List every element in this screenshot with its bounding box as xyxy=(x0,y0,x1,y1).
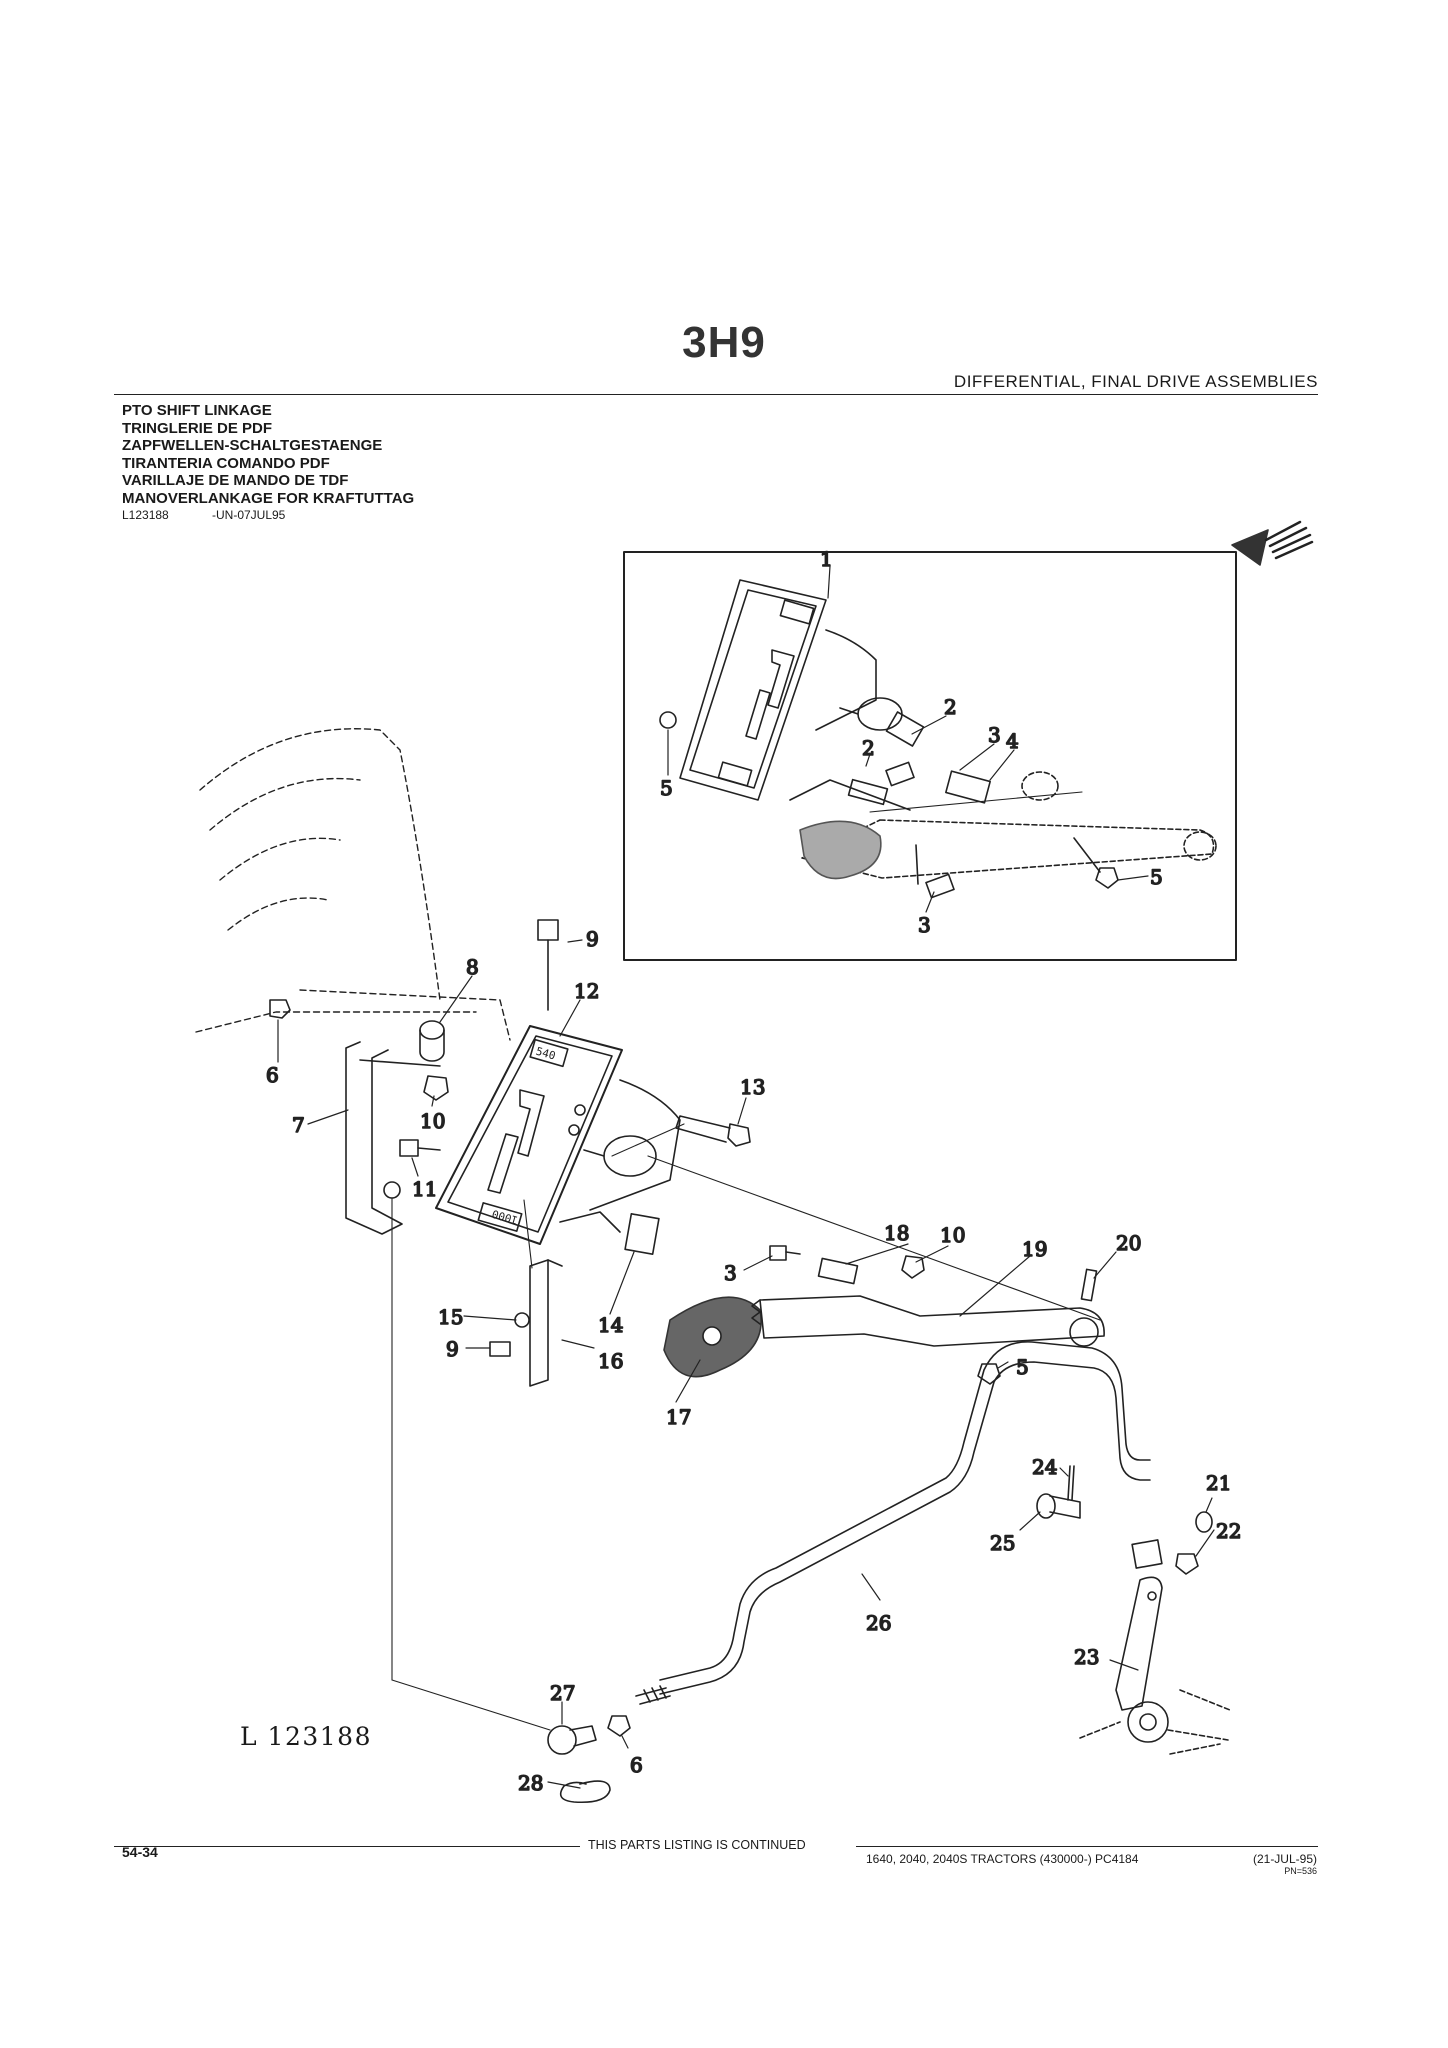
inset-callout-5b: 5 xyxy=(1150,865,1163,889)
footer-right-rule xyxy=(856,1846,1318,1847)
part-nut-6-top xyxy=(269,999,291,1019)
part-bracket-16 xyxy=(489,1259,563,1387)
callout-9-bottom: 9 xyxy=(446,1337,459,1361)
title-en: PTO SHIFT LINKAGE xyxy=(122,402,272,419)
title-sv: MANOVERLANKAGE FOR KRAFTUTTAG xyxy=(122,489,415,507)
inset-frame xyxy=(623,551,1237,961)
callout-6-bottom: 6 xyxy=(630,1753,643,1777)
part-nut-10-right xyxy=(901,1255,925,1279)
callout-10-right: 10 xyxy=(940,1223,965,1247)
callout-20: 20 xyxy=(1116,1231,1141,1255)
page-code: 3H9 xyxy=(682,318,766,367)
callout-14: 14 xyxy=(598,1313,623,1337)
page-number: 54-34 xyxy=(122,1844,158,1860)
inset-callout-5a: 5 xyxy=(660,776,673,800)
callout-22: 22 xyxy=(1216,1519,1241,1543)
continued-note: THIS PARTS LISTING IS CONTINUED xyxy=(588,1838,806,1852)
lever-marking-1000: 1000 xyxy=(490,1207,519,1227)
callout-13: 13 xyxy=(740,1075,765,1099)
inset-shift-lever-assembly xyxy=(659,579,991,811)
forward-direction-arrow-icon xyxy=(1231,520,1314,566)
callout-25: 25 xyxy=(990,1531,1015,1555)
part-nut-22 xyxy=(1175,1553,1199,1575)
callout-8: 8 xyxy=(466,955,479,979)
part-shift-arm-19 xyxy=(751,1295,1105,1347)
part-bolt-3 xyxy=(769,1245,801,1261)
part-bolt-13 xyxy=(675,1115,751,1147)
illustration-reference: L123188 -UN-07JUL95 xyxy=(122,507,414,525)
part-pin-25 xyxy=(1036,1493,1081,1519)
callout-28: 28 xyxy=(518,1771,543,1795)
inset-knob xyxy=(799,820,882,880)
inset-callout-1: 1 xyxy=(820,547,833,571)
inset-callout-2b: 2 xyxy=(862,736,875,760)
callout-27: 27 xyxy=(550,1681,575,1705)
figure-id: L 123188 xyxy=(240,1722,372,1751)
callout-10-left: 10 xyxy=(420,1109,445,1133)
inset-callout-3a: 3 xyxy=(988,723,1001,747)
lever-marking-540: 540 xyxy=(534,1045,557,1063)
footer-left-rule xyxy=(114,1846,580,1847)
callout-21: 21 xyxy=(1206,1471,1231,1495)
title-it: TIRANTERIA COMANDO PDF xyxy=(122,454,330,472)
inset-callout-lines xyxy=(667,565,1149,913)
callout-23: 23 xyxy=(1074,1645,1099,1669)
title-block: PTO SHIFT LINKAGE TRINGLERIE DE PDF ZAPF… xyxy=(122,402,414,525)
callout-9-top: 9 xyxy=(586,927,599,951)
part-bracket-14 xyxy=(624,1213,660,1255)
callout-17: 17 xyxy=(666,1405,691,1429)
section-title: DIFFERENTIAL, FINAL DRIVE ASSEMBLIES xyxy=(953,372,1318,391)
assembly-leader-lines xyxy=(391,791,1101,1731)
inset-callout-3b: 3 xyxy=(918,913,931,937)
footer-part-number: PN=536 xyxy=(1284,1866,1317,1876)
callout-16: 16 xyxy=(598,1349,623,1373)
callout-24: 24 xyxy=(1032,1455,1057,1479)
callout-18: 18 xyxy=(884,1221,909,1245)
fender-outline xyxy=(195,728,511,1041)
main-shift-lever-assembly: 540 1000 xyxy=(435,1025,681,1245)
title-es: VARILLAJE DE MANDO DE TDF xyxy=(122,472,349,489)
part-clip-18 xyxy=(817,1257,859,1285)
part-bolt-9-top xyxy=(537,919,559,1011)
part-pin-20 xyxy=(1080,1268,1098,1302)
callout-12: 12 xyxy=(574,979,599,1003)
callout-3: 3 xyxy=(724,1261,737,1285)
part-washer-21 xyxy=(1195,1511,1213,1533)
main-callout-lines xyxy=(277,939,1215,1789)
footer-date: (21-JUL-95) xyxy=(1252,1852,1317,1866)
illustration-ref-date: -UN-07JUL95 xyxy=(212,508,286,522)
part-nut-6-bottom xyxy=(607,1715,631,1737)
part-knob-17 xyxy=(663,1296,762,1378)
callout-15: 15 xyxy=(438,1305,463,1329)
part-cotter-24 xyxy=(1067,1465,1075,1501)
part-clip-28 xyxy=(559,1780,611,1804)
part-spacer-8 xyxy=(419,1020,445,1062)
footer-models: 1640, 2040, 2040S TRACTORS (430000-) PC4… xyxy=(866,1852,1139,1866)
part-shift-rod-26 xyxy=(635,1341,1163,1705)
callout-26: 26 xyxy=(866,1611,891,1635)
callout-6-top: 6 xyxy=(266,1063,279,1087)
part-bracket-7 xyxy=(345,1041,441,1235)
inset-shift-arm xyxy=(801,771,1217,879)
part-nut-10-left xyxy=(423,1075,449,1101)
callout-19: 19 xyxy=(1022,1237,1047,1261)
illustration-ref-id: L123188 xyxy=(122,508,169,522)
inset-callout-4: 4 xyxy=(1006,729,1019,753)
part-knob-27 xyxy=(547,1725,597,1755)
title-fr: TRINGLERIE DE PDF xyxy=(122,419,273,437)
callout-11: 11 xyxy=(412,1177,437,1201)
title-de: ZAPFWELLEN-SCHALTGESTAENGE xyxy=(122,437,383,454)
inset-hardware xyxy=(915,837,1119,899)
part-arm-23 xyxy=(1079,1576,1231,1755)
part-bolt-11 xyxy=(399,1139,441,1157)
header-rule xyxy=(114,394,1318,395)
inset-callout-2a: 2 xyxy=(944,695,957,719)
callout-5: 5 xyxy=(1016,1355,1029,1379)
callout-7: 7 xyxy=(292,1113,305,1137)
